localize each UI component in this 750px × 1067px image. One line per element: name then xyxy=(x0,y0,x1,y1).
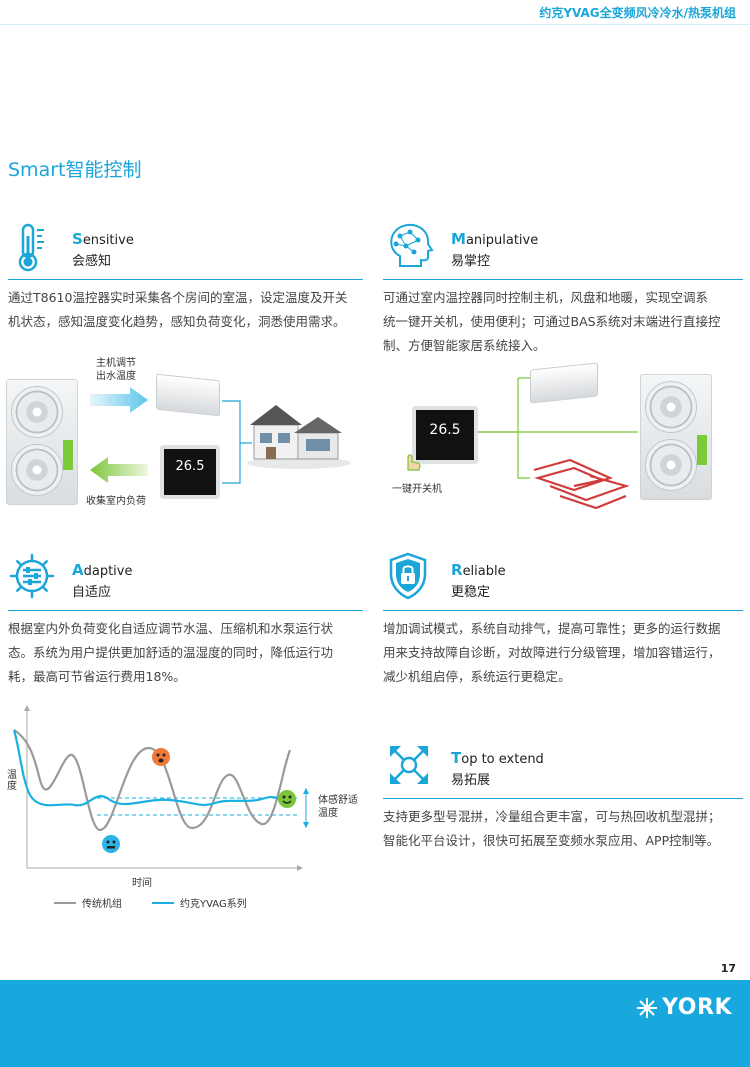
sensitive-diagram: 主机调节 出水温度 26.5 收集室内负荷 xyxy=(0,355,370,515)
gear-sliders-icon xyxy=(8,552,56,600)
unit-label xyxy=(697,435,707,465)
feature-sensitive-title: Sensitive xyxy=(72,230,134,248)
fan-icon xyxy=(11,386,63,438)
fan-coil-unit xyxy=(530,362,598,404)
arrow-left-icon xyxy=(90,457,148,483)
yvag-curve xyxy=(12,729,291,807)
hot-face-icon xyxy=(152,748,170,766)
feature-sensitive-text: 通过T8610温控器实时采集各个房间的室温，设定温度及开关 机状态，感知温度变化… xyxy=(8,290,348,329)
cold-face-icon xyxy=(102,835,120,853)
feature-sensitive-subtitle: 会感知 xyxy=(72,254,112,269)
chart-ylabel: 温度 xyxy=(7,770,17,792)
comfort-band-label: 体感舒适 温度 xyxy=(318,795,358,819)
feature-manipulative-title: Manipulative xyxy=(451,230,539,248)
thermostat-display: 26.5 xyxy=(160,445,220,499)
feature-extend-subtitle: 易拓展 xyxy=(451,773,491,788)
manipulative-diagram: 26.5 一键开关机 xyxy=(380,360,750,520)
fan-coil-unit xyxy=(156,373,220,417)
hand-touch-icon xyxy=(402,448,422,472)
comparison-chart: 温度 体感舒适 温度 时间 传统机组 约克YVAG系列 xyxy=(0,700,370,915)
label-one-key-switch: 一键开关机 xyxy=(392,484,442,495)
brand-name: YORK xyxy=(662,995,732,1020)
divider xyxy=(8,610,363,611)
chart-legend: 传统机组 约克YVAG系列 xyxy=(54,895,247,910)
legend-swatch-yvag xyxy=(152,901,174,904)
feature-extend-text: 支持更多型号混拼，冷量组合更丰富，可与热回收机型混拼； 智能化平台设计，很快可拓… xyxy=(383,809,721,848)
legend-yvag: 约克YVAG系列 xyxy=(180,899,247,910)
feature-manipulative-subtitle: 易掌控 xyxy=(451,254,491,269)
house-icon xyxy=(247,405,351,469)
section-title: Smart智能控制 xyxy=(8,159,142,181)
connector-lines xyxy=(222,400,252,484)
page-number: 17 xyxy=(720,962,736,975)
chart-xlabel: 时间 xyxy=(132,878,152,889)
document-header-title: 约克YVAG全变频风冷冷水/热泵机组 xyxy=(539,6,736,20)
legend-swatch-traditional xyxy=(54,901,76,904)
feature-reliable-title: Reliable xyxy=(451,561,506,579)
feature-adaptive-text: 根据室内外负荷变化自适应调节水温、压缩机和水泵运行状 态。系统为用户提供更加舒适… xyxy=(8,621,334,684)
ai-head-icon xyxy=(386,222,434,268)
thermometer-icon xyxy=(14,222,50,272)
york-logo: YORK xyxy=(636,995,732,1020)
outdoor-unit xyxy=(640,374,712,500)
snowflake-icon xyxy=(637,997,658,1018)
expand-arrows-icon xyxy=(387,743,431,787)
feature-reliable-text: 增加调试模式，系统自动排气，提高可靠性；更多的运行数据 用来支持故障自诊断，对故… xyxy=(383,621,721,684)
chart-plot xyxy=(12,705,309,871)
divider xyxy=(383,279,743,280)
divider xyxy=(8,279,363,280)
happy-face-icon xyxy=(278,790,296,808)
traditional-curve xyxy=(13,729,292,832)
label-adjust-water-temp: 主机调节 出水温度 xyxy=(96,358,136,382)
divider xyxy=(383,610,743,611)
connector-lines xyxy=(476,377,638,479)
feature-adaptive-subtitle: 自适应 xyxy=(72,585,112,600)
floor-heating-icon xyxy=(533,458,630,510)
divider xyxy=(383,798,743,799)
header-divider xyxy=(0,24,750,25)
label-collect-load: 收集室内负荷 xyxy=(86,496,146,507)
feature-reliable-subtitle: 更稳定 xyxy=(451,585,491,600)
feature-adaptive-title: Adaptive xyxy=(72,561,133,579)
thermostat-display: 26.5 xyxy=(412,406,478,464)
outdoor-unit xyxy=(6,379,78,505)
feature-manipulative-text: 可通过室内温控器同时控制主机，风盘和地暖，实现空调系 统一键开关机，使用便利；可… xyxy=(383,290,721,353)
legend-traditional: 传统机组 xyxy=(82,899,122,910)
shield-lock-icon xyxy=(388,552,428,600)
footer-bar xyxy=(0,980,750,1067)
fan-icon xyxy=(645,381,697,433)
feature-extend-title: Top to extend xyxy=(451,749,544,767)
fan-icon xyxy=(645,439,697,491)
arrow-right-icon xyxy=(90,387,148,413)
fan-icon xyxy=(11,444,63,496)
unit-label xyxy=(63,440,73,470)
